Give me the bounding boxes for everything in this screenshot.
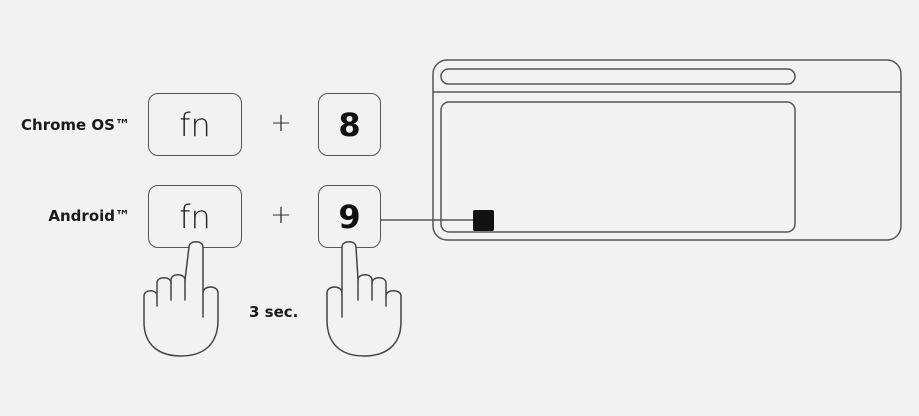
status-light-icon [473, 210, 494, 231]
left-hand-pointing-icon [143, 241, 219, 357]
right-hand-pointing-icon [326, 241, 402, 357]
chrome-os-label: Chrome OS™ [21, 116, 130, 134]
plus-sign-android: + [270, 200, 292, 230]
fn-key-android: fn [148, 185, 242, 248]
plus-sign-chrome: + [270, 108, 292, 138]
key-9: 9 [318, 185, 381, 248]
hold-duration-label: 3 sec. [249, 303, 299, 321]
keyboard-device-icon [432, 59, 902, 241]
key-8: 8 [318, 93, 381, 156]
android-label: Android™ [48, 207, 130, 225]
fn-key-chrome: fn [148, 93, 242, 156]
